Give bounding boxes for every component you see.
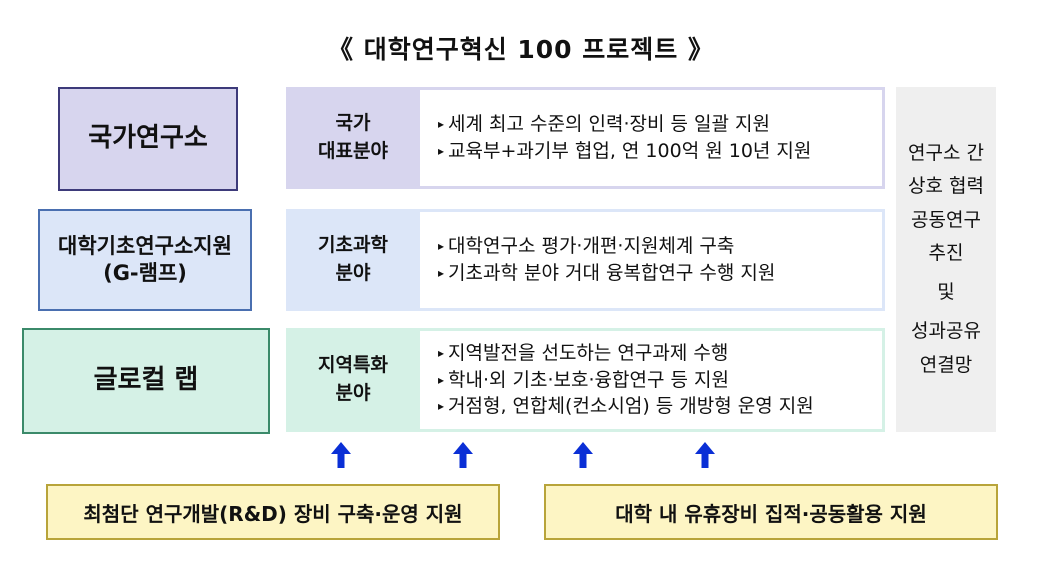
cooperation-line: 연구소 간 [908, 142, 984, 165]
field-line: 국가 [335, 112, 371, 135]
cooperation-line: 연결망 [919, 353, 973, 376]
support-label: 최첨단 연구개발(R&D) 장비 구축·운영 지원 [83, 501, 463, 526]
cooperation-column: 연구소 간 상호 협력 공동연구 추진 및 성과공유 연결망 [896, 87, 996, 432]
field-basic-science: 기초과학 분야 [286, 209, 420, 311]
tier-name: 글로컬 랩 [93, 365, 199, 396]
tier-name: 대학기초연구소지원 [58, 233, 232, 258]
cooperation-line: 추진 [928, 241, 964, 264]
up-arrow-icon [331, 442, 351, 468]
tier-national-institute: 국가연구소 [58, 87, 238, 191]
cooperation-line: 성과공유 [911, 320, 981, 343]
cooperation-connector: 및 [937, 281, 955, 304]
cooperation-line: 상호 협력 [908, 175, 984, 198]
description-national: 세계 최고 수준의 인력·장비 등 일괄 지원 교육부+과기부 협업, 연 10… [420, 87, 885, 189]
field-line: 지역특화 [318, 354, 388, 377]
field-line: 분야 [335, 382, 371, 404]
cooperation-line: 공동연구 [911, 208, 981, 231]
list-item: 지역발전을 선도하는 연구과제 수행 [438, 340, 882, 367]
field-regional-specialty: 지역특화 분야 [286, 328, 420, 432]
tier-subname: (G-램프) [103, 261, 187, 285]
field-national-representative: 국가 대표분야 [286, 87, 420, 189]
support-idle-equipment: 대학 내 유휴장비 집적·공동활용 지원 [544, 484, 998, 540]
list-item: 기초과학 분야 거대 융복합연구 수행 지원 [438, 260, 882, 287]
description-basic-science: 대학연구소 평가·개편·지원체계 구축 기초과학 분야 거대 융복합연구 수행 … [420, 209, 885, 311]
field-line: 분야 [335, 262, 371, 284]
up-arrow-icon [695, 442, 715, 468]
tier-university-basic-institute: 대학기초연구소지원 (G-램프) [38, 209, 252, 311]
list-item: 세계 최고 수준의 인력·장비 등 일괄 지원 [438, 111, 882, 138]
list-item: 거점형, 연합체(컨소시엄) 등 개방형 운영 지원 [438, 393, 882, 420]
page-title: 《 대학연구혁신 100 프로젝트 》 [327, 35, 714, 64]
list-item: 대학연구소 평가·개편·지원체계 구축 [438, 233, 882, 260]
field-line: 대표분야 [318, 140, 388, 162]
description-glocal: 지역발전을 선도하는 연구과제 수행 학내·외 기초·보호·융합연구 등 지원 … [420, 328, 885, 432]
tier-name: 국가연구소 [88, 123, 208, 154]
up-arrow-icon [453, 442, 473, 468]
list-item: 학내·외 기초·보호·융합연구 등 지원 [438, 367, 882, 394]
field-line: 기초과학 [318, 234, 388, 257]
tier-glocal-lab: 글로컬 랩 [22, 328, 270, 434]
support-equipment-build: 최첨단 연구개발(R&D) 장비 구축·운영 지원 [46, 484, 500, 540]
up-arrow-icon [573, 442, 593, 468]
list-item: 교육부+과기부 협업, 연 100억 원 10년 지원 [438, 138, 882, 165]
support-label: 대학 내 유휴장비 집적·공동활용 지원 [615, 501, 927, 526]
